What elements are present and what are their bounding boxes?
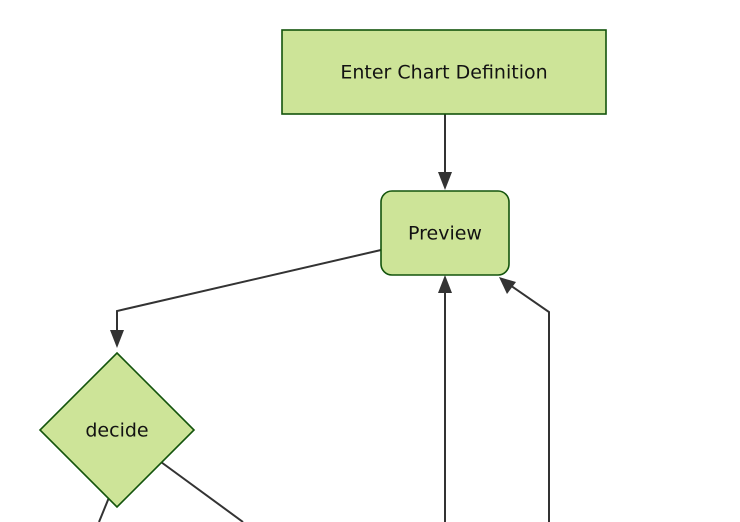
node-decide[interactable]: decide	[38, 351, 196, 509]
node-decide-label: decide	[85, 420, 148, 442]
node-enter-chart-definition-label: Enter Chart Definition	[340, 62, 547, 84]
edge-enter-to-preview	[438, 114, 452, 190]
edge-line	[160, 461, 244, 522]
edge-line	[116, 249, 382, 338]
arrowhead-down-icon	[110, 330, 124, 348]
edge-decide-to-offscreen-left	[98, 494, 111, 522]
edge-decide-to-offscreen-right	[160, 461, 244, 522]
edge-return-right-to-preview	[499, 277, 550, 522]
node-preview-label: Preview	[408, 223, 482, 245]
arrowhead-up-left-icon	[499, 277, 516, 294]
edge-line	[98, 494, 111, 522]
node-enter-chart-definition-shape[interactable]	[281, 29, 607, 115]
node-preview[interactable]: Preview	[380, 190, 510, 276]
node-preview-shape[interactable]	[380, 190, 510, 276]
edge-preview-to-decide	[110, 249, 382, 348]
arrowhead-up-icon	[438, 275, 452, 293]
edge-return-center-to-preview	[438, 275, 452, 522]
node-enter-chart-definition[interactable]: Enter Chart Definition	[281, 29, 607, 115]
node-decide-shape[interactable]	[38, 351, 196, 509]
arrowhead-down-icon	[438, 172, 452, 190]
edge-line	[506, 282, 550, 522]
